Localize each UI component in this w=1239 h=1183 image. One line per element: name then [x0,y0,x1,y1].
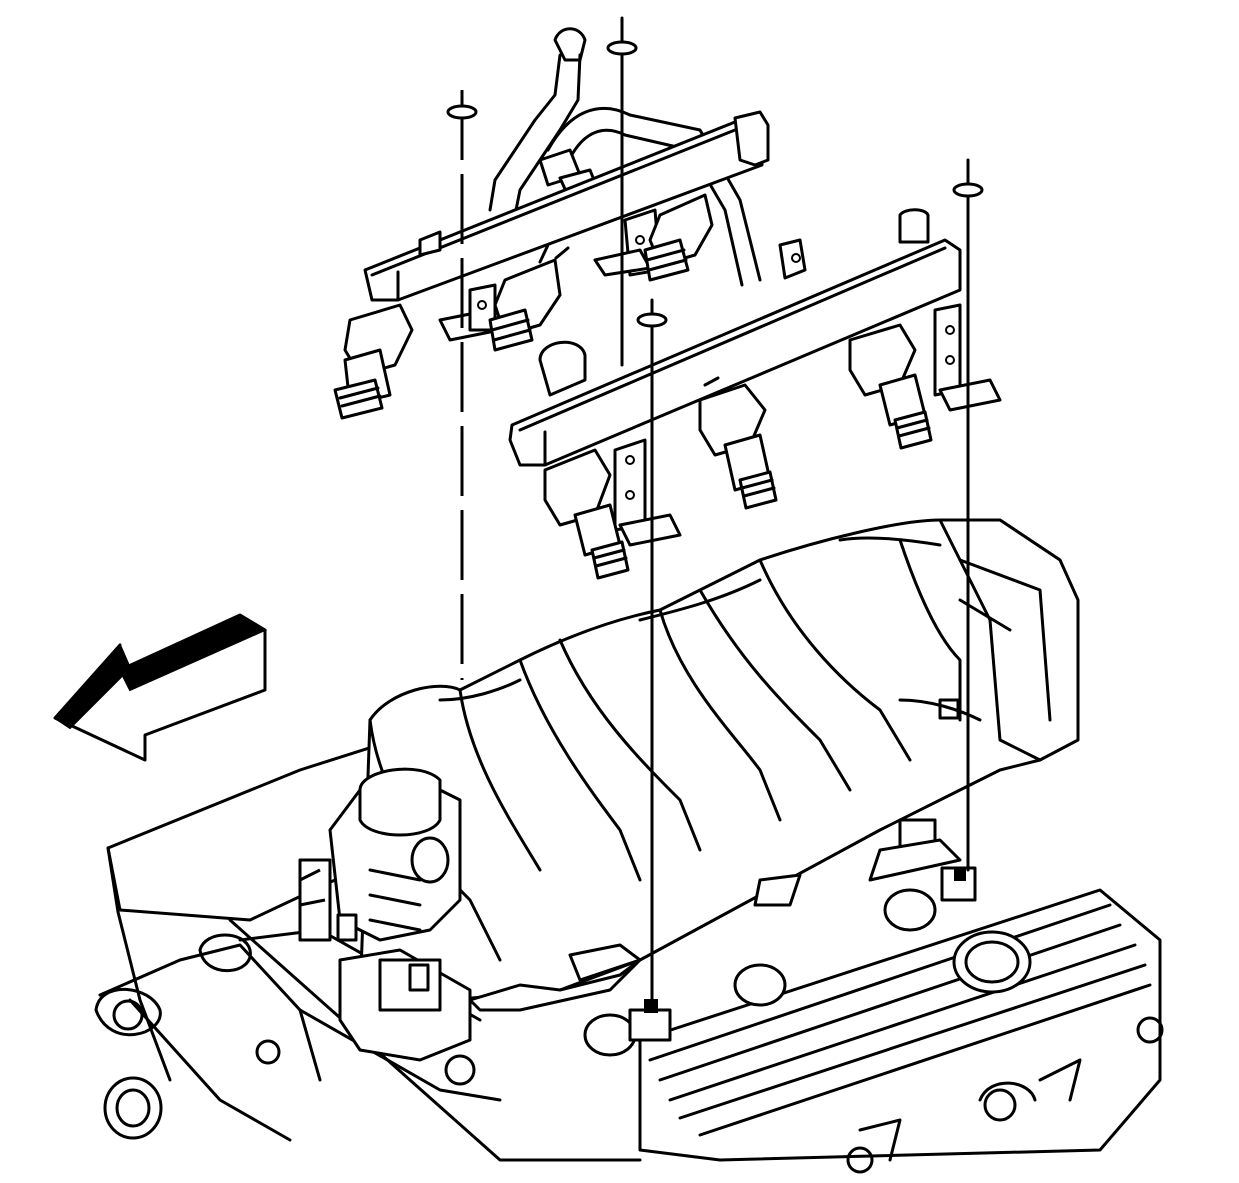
fuel-rail-right [508,208,1002,547]
fuel-injector [333,303,414,420]
fuel-injector [543,448,630,580]
valve-cover [638,888,1164,1174]
fuel-injector [488,243,570,352]
intake-manifold [298,518,1080,1086]
engine-block [94,688,642,1162]
fuel-injectors-right [543,323,933,580]
fuel-injector [848,323,933,450]
fuel-rail-bolt-lines [446,16,984,1002]
fuel-injector [698,376,778,510]
fuel-crossover-tube [488,27,762,287]
fuel-injector [643,193,714,282]
arrow-left-icon [53,613,268,762]
fuel-rail-left [363,110,807,342]
fuel-injectors-left [333,193,714,420]
